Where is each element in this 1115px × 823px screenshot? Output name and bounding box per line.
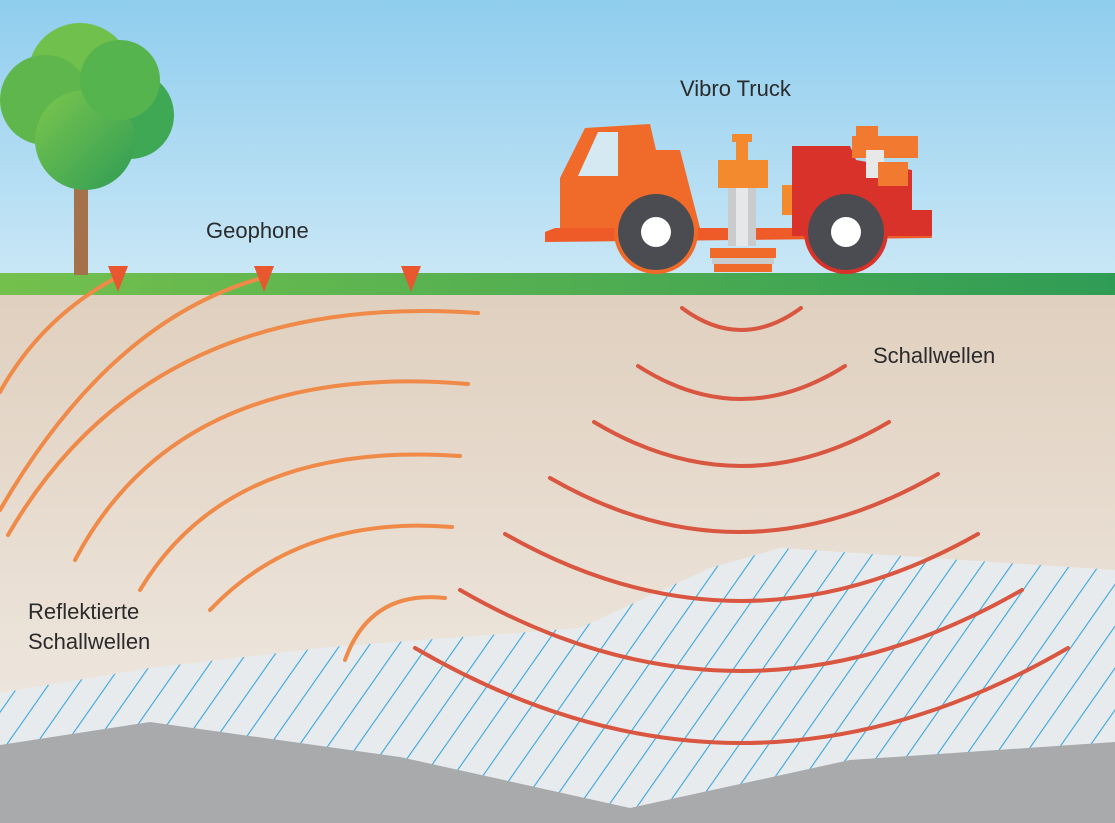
reflected-waves-label: Reflektierte Schallwellen xyxy=(28,597,150,657)
sound-wave-arc xyxy=(503,532,980,603)
sound-wave-arc xyxy=(548,472,940,534)
reflected-wave-arc xyxy=(343,595,447,662)
vibro-truck-label: Vibro Truck xyxy=(680,76,791,101)
sound-wave-arc xyxy=(413,646,1070,745)
reflected-wave-arc xyxy=(138,452,462,592)
sound-waves xyxy=(413,306,1070,745)
sound-wave-arc xyxy=(458,588,1024,673)
reflected-waves-label-line2: Schallwellen xyxy=(28,629,151,654)
sound-wave-arc xyxy=(592,420,891,468)
reflected-wave-arc xyxy=(0,276,264,512)
ground-surface xyxy=(0,273,1115,295)
geophone-marker-icon xyxy=(254,266,274,292)
geophone-marker-icon xyxy=(108,266,128,292)
reflected-wave-arc xyxy=(208,523,454,612)
reflected-wave-arc xyxy=(73,379,470,562)
sound-wave-arc xyxy=(636,364,847,401)
sound-waves-label: Schallwellen xyxy=(873,343,996,368)
reflected-wave-arc xyxy=(0,278,114,394)
reflected-wave-arc xyxy=(6,309,480,537)
geophones xyxy=(108,266,421,292)
bedrock-layer xyxy=(0,722,1115,823)
reflected-waves-label-line1: Reflektierte xyxy=(28,599,140,624)
geophone-marker-icon xyxy=(401,266,421,292)
geophone-label: Geophone xyxy=(206,218,309,243)
tree-icon xyxy=(0,23,174,275)
reflected-sound-waves xyxy=(0,276,480,662)
sound-wave-arc xyxy=(680,306,803,332)
vibro-truck-icon xyxy=(545,124,932,274)
